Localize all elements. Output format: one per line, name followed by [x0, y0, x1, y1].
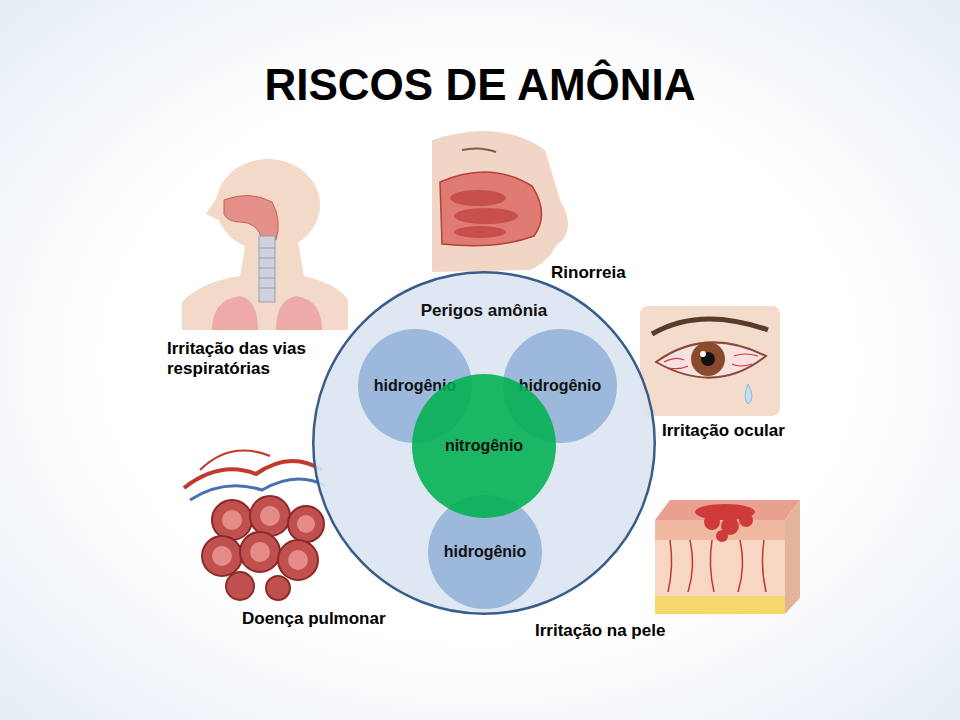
circle-shape — [412, 374, 556, 518]
title: RISCOS DE AMÔNIA — [0, 60, 960, 110]
symptom-label: Irritação das vias respiratórias — [167, 339, 345, 379]
symptom-label: Rinorreia — [551, 263, 626, 283]
nose-illustration — [432, 131, 568, 272]
lung-illustration — [184, 450, 326, 600]
symptom-label: Irritação ocular — [662, 421, 785, 441]
element-name: hidrogênio — [444, 543, 527, 561]
group-heading: Perigos amônia — [312, 301, 656, 321]
circle-shape — [313, 272, 655, 614]
element-circle: nitrogênio — [412, 374, 556, 518]
symptom-label: Doença pulmonar — [242, 609, 386, 629]
element-name: nitrogênio — [445, 437, 523, 455]
symptom-label: Irritação na pele — [535, 621, 665, 641]
skin-illustration — [655, 500, 800, 614]
circle-shape — [428, 495, 542, 609]
eye-illustration — [640, 306, 780, 416]
outer-circle: Perigos amôniahidrogêniohidrogênionitrog… — [312, 271, 656, 615]
respiratory-illustration — [182, 159, 348, 330]
